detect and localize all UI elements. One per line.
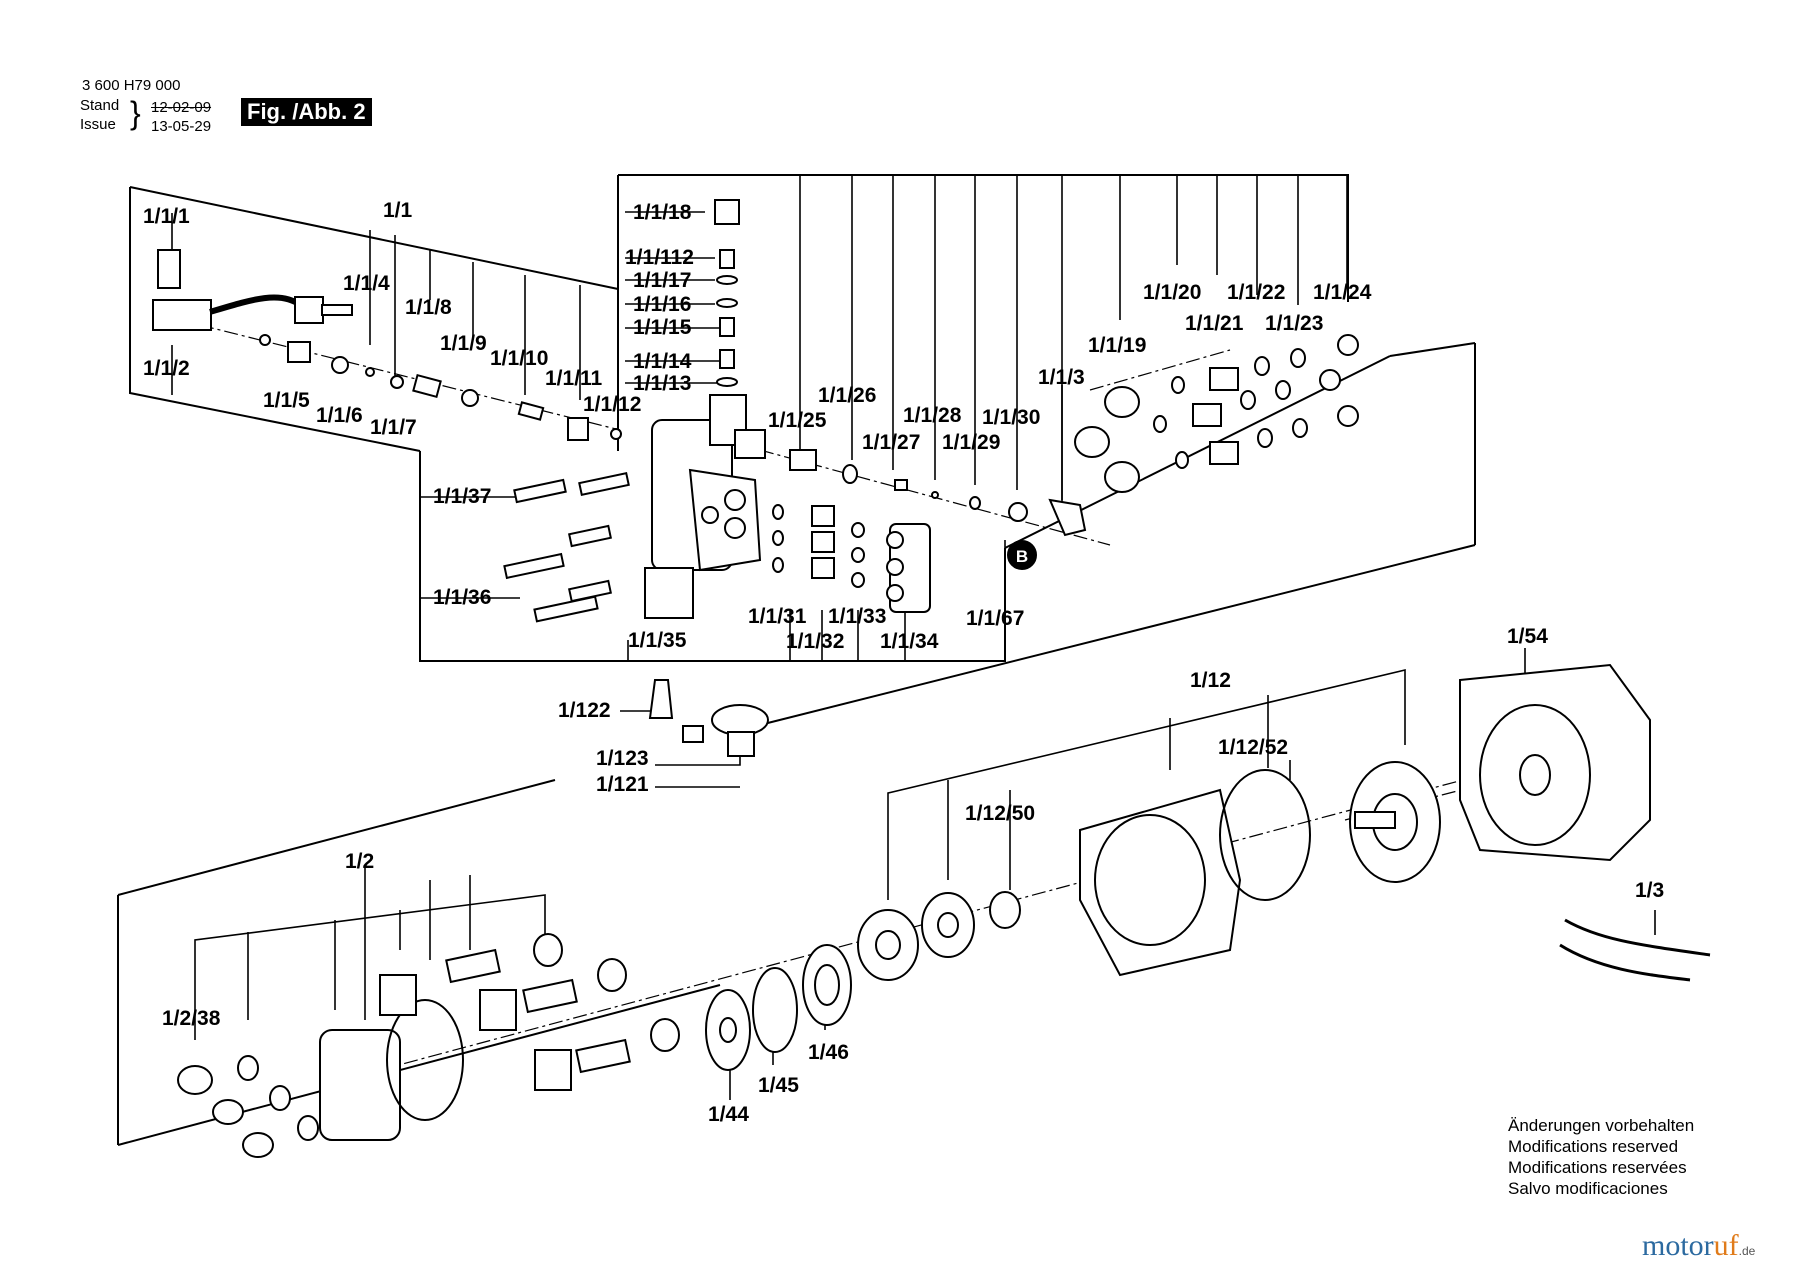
callout-1-1-13: 1/1/13: [633, 372, 692, 395]
hose-clip-part: [157, 249, 181, 289]
callout-1-1-11: 1/1/11: [545, 367, 603, 390]
callout-1-1-35: 1/1/35: [628, 629, 687, 652]
callout-1-1-6: 1/1/6: [316, 404, 363, 427]
callout-1-44: 1/44: [708, 1103, 749, 1126]
callout-1-1-36: 1/1/36: [433, 586, 492, 609]
doc-number: 3 600 H79 000: [82, 77, 181, 94]
callout-1-1: 1/1: [383, 199, 413, 222]
callout-1-12-52: 1/12/52: [1218, 736, 1289, 759]
callout-1-121: 1/121: [596, 773, 649, 796]
brand-name-a: motor: [1642, 1229, 1714, 1262]
callout-1-1-26: 1/1/26: [818, 384, 877, 407]
brand-logo: motoruf.de: [1642, 1231, 1755, 1261]
callout-1-1-67: 1/1/67: [966, 607, 1025, 630]
callout-1-122: 1/122: [558, 699, 611, 722]
callout-1-1-22: 1/1/22: [1227, 281, 1286, 304]
callout-1-1-29: 1/1/29: [942, 431, 1001, 454]
callout-1-1-4: 1/1/4: [343, 272, 390, 295]
callout-1-1-27: 1/1/27: [862, 431, 921, 454]
callout-1-1-31: 1/1/31: [748, 605, 807, 628]
brand-name-b: uf: [1713, 1229, 1739, 1262]
frame-1-1-left: [129, 187, 421, 452]
callout-1-123: 1/123: [596, 747, 649, 770]
callout-1-3: 1/3: [1635, 879, 1665, 902]
callout-1-1-2: 1/1/2: [143, 357, 190, 380]
issue-label: Issue: [80, 116, 116, 133]
callout-1-46: 1/46: [808, 1041, 849, 1064]
note-line: Modifications reserved: [1508, 1137, 1679, 1156]
callout-1-1-28: 1/1/28: [903, 404, 962, 427]
callout-1-54: 1/54: [1507, 625, 1548, 648]
date-old: 12-02-09: [151, 99, 212, 116]
callout-1-1-34: 1/1/34: [880, 630, 939, 653]
modifications-notes: Änderungen vorbehalten Modifications res…: [1508, 1115, 1694, 1199]
callout-1-1-12: 1/1/12: [583, 393, 642, 416]
callout-1-1-20: 1/1/20: [1143, 281, 1202, 304]
callout-1-1-24: 1/1/24: [1313, 281, 1372, 304]
piston-plate: [319, 1029, 401, 1141]
callout-1-1-9: 1/1/9: [440, 332, 487, 355]
note-line: Salvo modificaciones: [1508, 1179, 1668, 1198]
callout-1-1-10: 1/1/10: [490, 347, 549, 370]
callout-1-1-112: 1/1/112: [625, 246, 694, 269]
callout-1-1-3: 1/1/3: [1038, 366, 1085, 389]
note-line: Änderungen vorbehalten: [1508, 1116, 1695, 1135]
callout-1-1-16: 1/1/16: [633, 293, 692, 316]
callout-1-1-7: 1/1/7: [370, 416, 417, 439]
callout-1-1-21: 1/1/21: [1185, 312, 1244, 335]
callout-1-1-33: 1/1/33: [828, 605, 887, 628]
callout-1-12: 1/12: [1190, 669, 1231, 692]
callout-1-1-17: 1/1/17: [633, 269, 692, 292]
brace-glyph: }: [130, 95, 141, 131]
brand-suffix: .de: [1738, 1244, 1756, 1258]
callout-1-2: 1/2: [345, 850, 375, 873]
callout-1-1-8: 1/1/8: [405, 296, 452, 319]
frame-1-1-main: [618, 174, 1349, 302]
callout-1-1-19: 1/1/19: [1088, 334, 1147, 357]
date-new: 13-05-29: [151, 118, 212, 135]
callout-1-1-23: 1/1/23: [1265, 312, 1324, 335]
callout-1-12-50: 1/12/50: [965, 802, 1036, 825]
marker-b-label: B: [1016, 547, 1028, 566]
callout-1-1-14: 1/1/14: [633, 350, 692, 373]
note-line: Modifications reservées: [1508, 1158, 1687, 1177]
callout-1-1-15: 1/1/15: [633, 316, 692, 339]
callout-1-1-37: 1/1/37: [433, 485, 492, 508]
callout-1-1-32: 1/1/32: [786, 630, 845, 653]
callout-1-1-1: 1/1/1: [143, 205, 190, 228]
callout-1-1-18: 1/1/18: [633, 201, 692, 224]
callout-1-1-25: 1/1/25: [768, 409, 827, 432]
callout-1-45: 1/45: [758, 1074, 799, 1097]
figure-label: Fig. /Abb. 2: [241, 98, 372, 126]
callout-1-2-38: 1/2/38: [162, 1007, 221, 1030]
callout-1-1-5: 1/1/5: [263, 389, 310, 412]
callout-1-1-30: 1/1/30: [982, 406, 1041, 429]
stand-label: Stand: [80, 97, 120, 114]
